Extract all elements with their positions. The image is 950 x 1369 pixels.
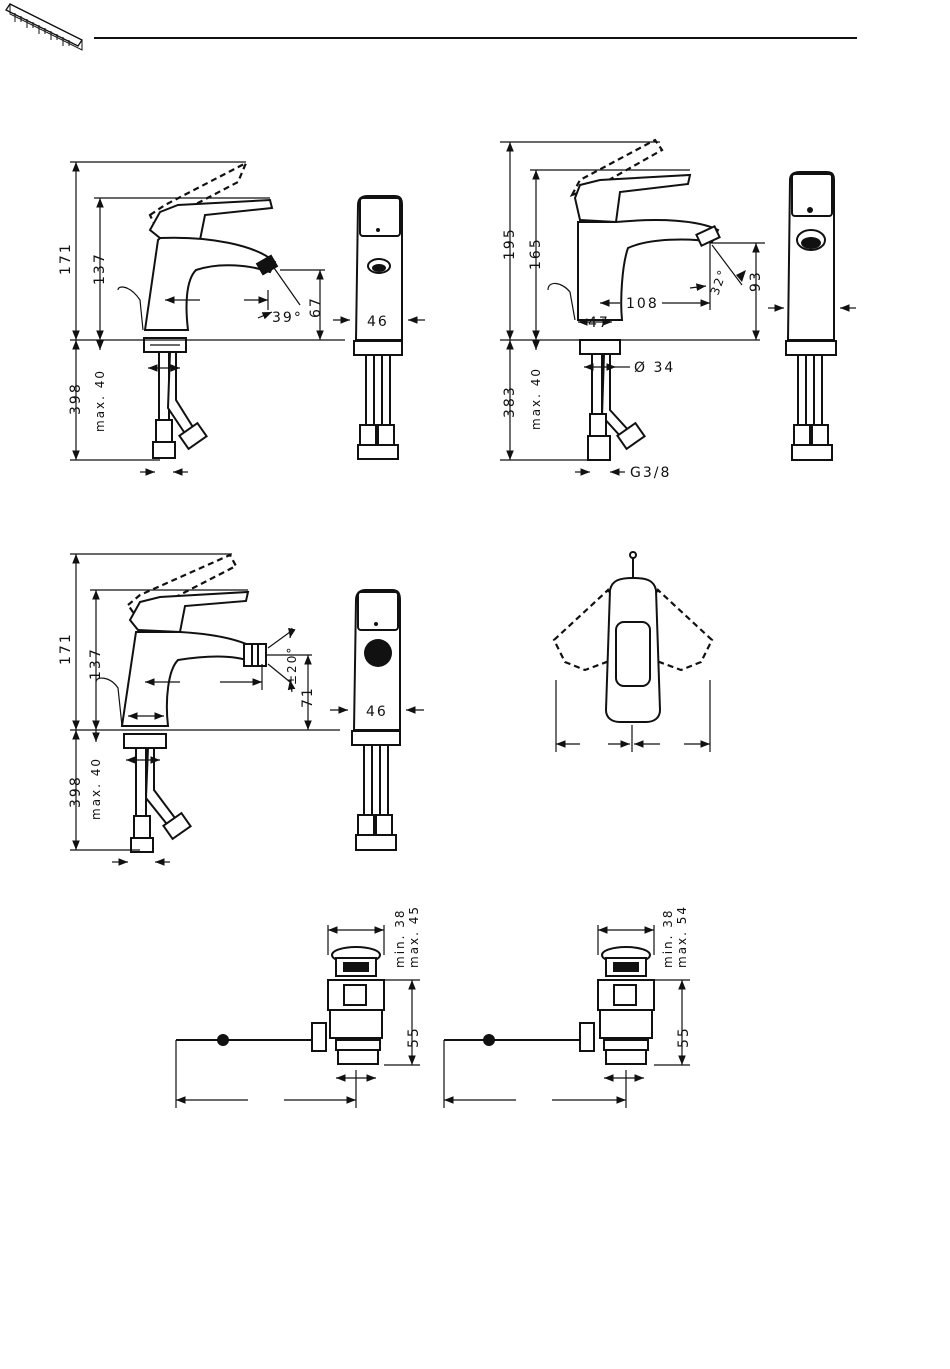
dim-below-total: 398 xyxy=(68,382,84,415)
dim-angle: ±20° xyxy=(285,646,299,685)
dim-angle: 32° xyxy=(708,267,730,297)
dim-width: 46 xyxy=(366,704,388,720)
dim-max-thickness: max. 40 xyxy=(89,757,103,820)
basin-mixer-small-front-view: 46 xyxy=(333,196,425,459)
dim-height: 55 xyxy=(406,1026,422,1048)
bidet-mixer-side-view: 171 137 71 ±20° 398 max. 40 xyxy=(58,554,340,862)
dim-height-total: 195 xyxy=(502,227,518,260)
dim-diameter: Ø 34 xyxy=(634,360,675,376)
waste-set-right: min. 38 max. 54 55 xyxy=(444,905,692,1108)
dim-height-spout: 137 xyxy=(88,647,104,680)
dim-max-thickness: max. 40 xyxy=(529,367,543,430)
basin-mixer-tall-side-view: 195 165 93 32° 108 47 Ø 34 383 max. 40 G… xyxy=(500,140,765,481)
dim-thread: G3/8 xyxy=(630,465,671,481)
dim-base: 47 xyxy=(588,315,610,331)
bidet-mixer-front-view: 46 xyxy=(330,590,424,850)
dim-min: min. 38 xyxy=(393,908,407,968)
ruler-icon xyxy=(6,4,82,50)
dim-angle: 39° xyxy=(272,310,303,326)
dim-height: 55 xyxy=(676,1026,692,1048)
dim-height-spout: 165 xyxy=(528,237,544,270)
dim-max-thickness: max. 40 xyxy=(93,369,107,432)
dim-below-total: 398 xyxy=(68,775,84,808)
dim-height-total: 171 xyxy=(58,242,74,275)
dim-max: max. 45 xyxy=(407,905,421,968)
dim-max: max. 54 xyxy=(675,905,689,968)
basin-mixer-tall-front-view xyxy=(768,172,856,460)
dim-width: 46 xyxy=(367,314,389,330)
basin-mixer-small-side-view: 171 137 67 39° 398 max. 40 xyxy=(58,162,345,472)
dim-min: min. 38 xyxy=(661,908,675,968)
dim-outlet-height: 67 xyxy=(308,296,324,318)
dim-below-total: 383 xyxy=(502,385,518,418)
dim-outlet-height: 71 xyxy=(300,686,316,708)
dim-reach: 108 xyxy=(626,296,659,312)
dim-height-total: 171 xyxy=(58,632,74,665)
dim-height-spout: 137 xyxy=(92,252,108,285)
mixer-top-view xyxy=(554,552,712,752)
waste-set-left: min. 38 max. 45 55 xyxy=(176,905,422,1108)
dim-outlet-height: 93 xyxy=(748,270,764,292)
